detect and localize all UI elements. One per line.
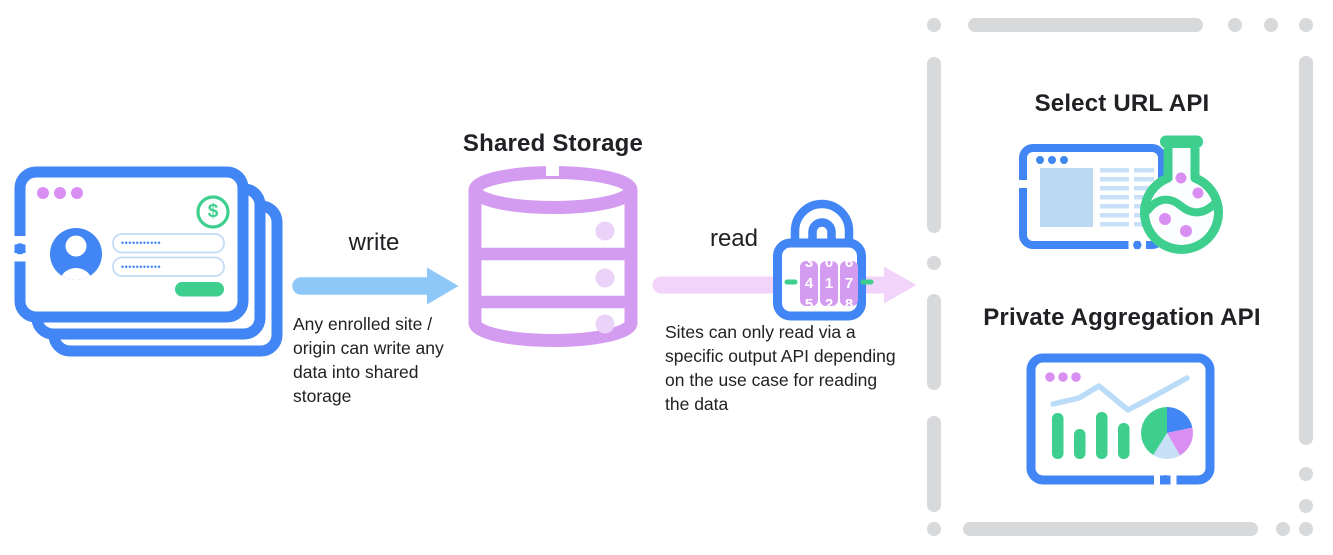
dollar-sign: $ — [207, 201, 219, 222]
bar-chart-icon — [1052, 412, 1130, 459]
submit-button[interactable] — [175, 282, 224, 297]
write-arrow-icon — [292, 267, 459, 305]
window-controls-icon — [1045, 372, 1081, 382]
dollar-circle-icon — [196, 195, 230, 229]
flask-icon — [1140, 135, 1223, 254]
shared-storage-title: Shared Storage — [462, 130, 644, 157]
password-field[interactable] — [112, 256, 225, 277]
aggregation-window-icon — [1026, 353, 1215, 486]
dial-digit-bottom: 8 — [844, 296, 854, 306]
window-controls-icon — [1036, 156, 1068, 164]
write-label: write — [348, 229, 400, 256]
window-controls-icon — [37, 187, 83, 199]
password-dots: ••••••••••• — [121, 238, 162, 248]
read-description: Sites can only read via a specific outpu… — [665, 322, 896, 414]
lock-dial-wheel[interactable]: 6 7 8 — [840, 261, 858, 306]
write-description: Any enrolled site / origin can write any… — [293, 314, 444, 406]
line-chart-icon — [1050, 375, 1190, 413]
browser-stack-icon — [13, 166, 283, 357]
read-label: read — [709, 225, 759, 252]
pie-chart-icon — [1141, 407, 1193, 459]
avatar-icon — [50, 228, 102, 280]
private-aggregation-api-title: Private Aggregation API — [983, 304, 1261, 331]
lock-dial-wheel[interactable]: 0 1 2 — [820, 261, 838, 306]
dial-digit-top: 6 — [844, 261, 854, 271]
database-icon — [468, 161, 638, 347]
password-field[interactable] — [112, 233, 225, 254]
dashed-boundary-icon — [927, 18, 1313, 536]
select-url-api-title: Select URL API — [1034, 90, 1210, 117]
dial-digit: 7 — [844, 275, 854, 292]
lock-dial-wheel[interactable]: 3 4 5 — [800, 261, 818, 306]
dial-digit: 4 — [804, 275, 814, 292]
password-dots: ••••••••••• — [121, 262, 162, 272]
dial-digit: 1 — [824, 275, 834, 292]
dial-digit-bottom: 2 — [824, 296, 834, 306]
dial-digit-top: 3 — [804, 261, 814, 271]
select-url-window-icon — [1016, 144, 1166, 251]
dial-digit-top: 0 — [824, 261, 834, 271]
dial-digit-bottom: 5 — [804, 296, 814, 306]
border-dot — [14, 243, 26, 255]
content-placeholder — [1040, 168, 1093, 227]
